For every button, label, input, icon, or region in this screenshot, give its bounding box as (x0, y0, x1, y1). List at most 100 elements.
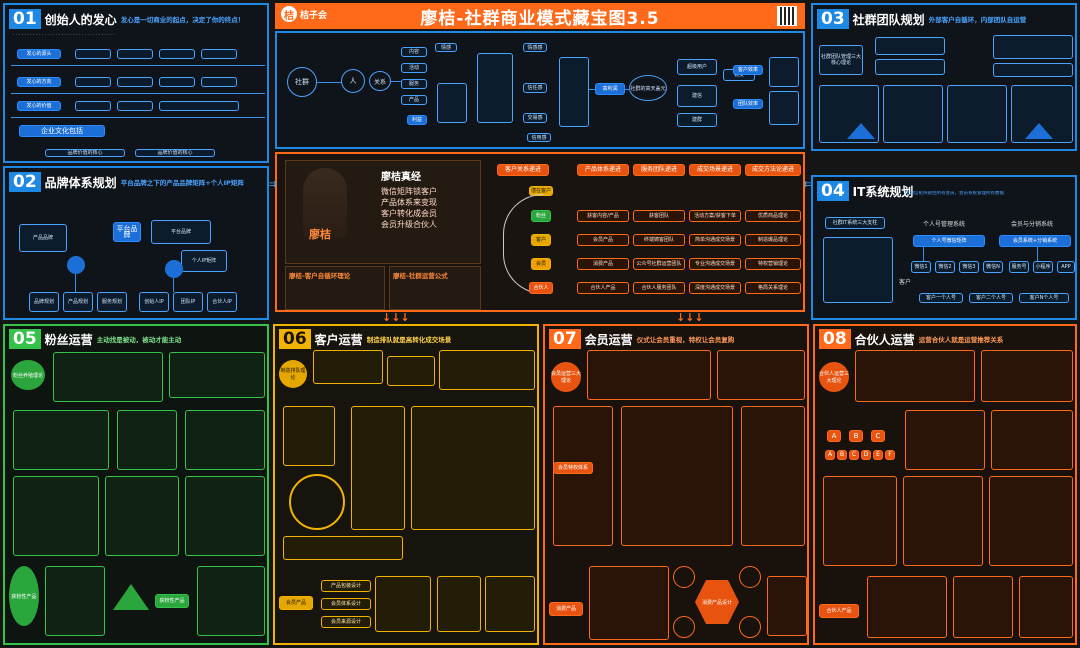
sec05-desc-2 (169, 352, 265, 398)
sec07-hex-center: 消费产品设计 (695, 580, 739, 624)
arrow-left-icon: ⇇ (804, 180, 812, 190)
sec01-box-f (117, 77, 153, 87)
sec04-user-3: 客户N个人号 (1019, 293, 1069, 303)
sec05-product-node: 获粉性产品 (9, 566, 39, 626)
theory-1-title: 廖桔-客户自循环理论 (289, 272, 351, 280)
sec07-left-node: 会员运营三大理论 (551, 362, 581, 392)
sec08-abc2-a: A (825, 450, 835, 460)
sec08-desc-2 (981, 350, 1073, 402)
grid-3-0: 合伙人产品 (577, 282, 629, 294)
sec07-block-4 (589, 566, 669, 640)
sec03-theory-1 (875, 37, 945, 55)
center-col1-1: 内容 (401, 47, 427, 57)
section-01-name: 创始人的发心 (44, 12, 117, 27)
section-01-sub: 发心是一切商业的起点，决定了你的终点！ (120, 16, 245, 24)
flow-partner: 合伙人 (529, 282, 553, 294)
sec06-left-node: 制造排队理论 (279, 360, 307, 388)
sec08-block-6 (867, 576, 947, 638)
section-06-name: 客户运营 (314, 332, 363, 347)
sec06-block-2 (351, 406, 405, 530)
profile-name: 廖桔真经 (381, 172, 421, 183)
sec08-abc2-b: B (837, 450, 847, 460)
section-03-title: 03 社群团队规划 外部客户自循环，内部团队自运营 (817, 9, 1026, 29)
sec08-abc2-c: C (849, 450, 859, 460)
sec01-connector-2 (11, 93, 265, 94)
sec01-item-3: 发心的价值 (17, 101, 61, 111)
sec02-bottom-2: 产品规划 (63, 292, 93, 312)
section-02-title: 02 品牌体系规划 平台品牌之下的产品品牌矩阵+个人IP矩阵 (9, 172, 244, 192)
sec01-note-1: 品牌价值的核心 (45, 149, 125, 157)
logo: 桔 桔子会 (281, 6, 327, 22)
sec04-node-2: 微信2 (935, 261, 955, 273)
center-bottom-label: 信用感 (527, 133, 551, 142)
sec05-block-1 (13, 410, 109, 470)
tab-product-system: 产品体系递进 (577, 164, 629, 176)
center-top-label: 情感 (435, 43, 457, 52)
section-07-num: 07 (549, 329, 581, 349)
center-col2-3: 交易感 (523, 113, 547, 123)
tab-deal-scene: 成交场景递进 (689, 164, 741, 176)
sec02-bottom-6: 合伙人IP (207, 292, 237, 312)
sec05-block-7 (45, 566, 105, 636)
section-07-sub: 仪式让会员重视，特权让会员复购 (636, 336, 735, 344)
sec02-bottom-5: 团队IP (173, 292, 203, 312)
sec02-bottom-4: 创始人IP (139, 292, 169, 312)
sec08-block-1 (905, 410, 985, 470)
section-03: 03 社群团队规划 外部客户自循环，内部团队自运营 社群团队管理三大核心理论 (811, 3, 1077, 151)
sec03-theory-4 (993, 63, 1073, 77)
center-col2-1: 情感感 (523, 43, 547, 52)
section-06: 06 客户运营 制造排队就是高转化成交场景 制造排队理论 会员产品 产品包装设计… (273, 324, 539, 645)
sec01-box-b (117, 49, 153, 59)
section-07-title: 07 会员运营 仪式让会员重视，特权让会员复购 (549, 329, 734, 349)
sec08-abc-c: C (871, 430, 885, 442)
sec06-block-5 (375, 576, 431, 632)
sec04-node-4: 微信N (983, 261, 1003, 273)
section-06-num: 06 (279, 329, 311, 349)
sec04-node-3: 微信3 (959, 261, 979, 273)
sec04-node-5: 服务号 (1009, 261, 1029, 273)
sec03-box-3 (947, 85, 1007, 143)
sec05-left-node: 粉丝养殖理论 (11, 360, 45, 390)
sec05-pyramid (113, 584, 149, 610)
sec04-btn-wechat: 个人号微信矩阵 (913, 235, 985, 247)
section-07: 07 会员运营 仪式让会员重视，特权让会员复购 会员运营三大理论 会员特权体系 … (543, 324, 809, 645)
center-right-group-1 (769, 57, 799, 87)
sec02-platform-brand: 平台品牌 (113, 222, 141, 242)
arrow-down-icon: ↓↓↓ (382, 311, 410, 324)
sec08-block-2 (991, 410, 1073, 470)
sec02-link-1 (75, 274, 76, 292)
section-04-name: IT系统规划 (852, 184, 914, 199)
sec01-box-c (159, 49, 195, 59)
center-link-1 (317, 82, 341, 83)
profile-line-2: 产品体系来变现 (381, 198, 437, 207)
center-link-4 (625, 89, 629, 90)
sec07-desc-2 (717, 350, 805, 400)
sec03-pyramid-2 (1025, 123, 1053, 139)
section-04-num: 04 (817, 181, 849, 201)
tab-deal-method: 成交方法论递进 (745, 164, 801, 176)
center-super-user: 超级用户 (677, 59, 717, 75)
grid-0-0: 获客内容/产品 (577, 210, 629, 222)
section-05: 05 粉丝运营 主动找是被动，被动才能主动 粉丝养殖理论 获粉性产品 获粉性产品 (3, 324, 269, 645)
sec02-bottom-1: 品牌规划 (29, 292, 59, 312)
profile-lines: 微信矩阵锁客户 产品体系来变现 客户转化成会员 会员升级合伙人 (381, 186, 437, 230)
sec04-btn-member: 会员系统+分销系统 (999, 235, 1071, 247)
sec04-sys2: 会员与分销系统 (1011, 221, 1054, 228)
sec06-block-7 (485, 576, 535, 632)
sec06-desc-1 (313, 350, 383, 384)
tab-client-relation: 客户关系递进 (497, 164, 549, 176)
sec07-desc-1 (587, 350, 711, 400)
sec06-mid-1: 产品包装设计 (321, 580, 371, 592)
logo-mark: 桔 (281, 6, 297, 22)
grid-1-1: 终端铸客团队 (633, 234, 685, 246)
center-group-3 (559, 57, 589, 127)
section-01-num: 01 (9, 9, 41, 29)
sec03-theory-2 (875, 59, 945, 75)
sec04-side-label: 客户 (899, 279, 912, 286)
profile-line-4: 会员升级合伙人 (381, 220, 437, 229)
grid-0-2: 活动方案/获客下单 (689, 210, 741, 222)
sec06-block-6 (437, 576, 481, 632)
theory-box-1: 廖桔-客户自循环理论 (285, 266, 385, 310)
sec01-box-e (75, 77, 111, 87)
flow-fans: 粉丝 (531, 210, 551, 222)
